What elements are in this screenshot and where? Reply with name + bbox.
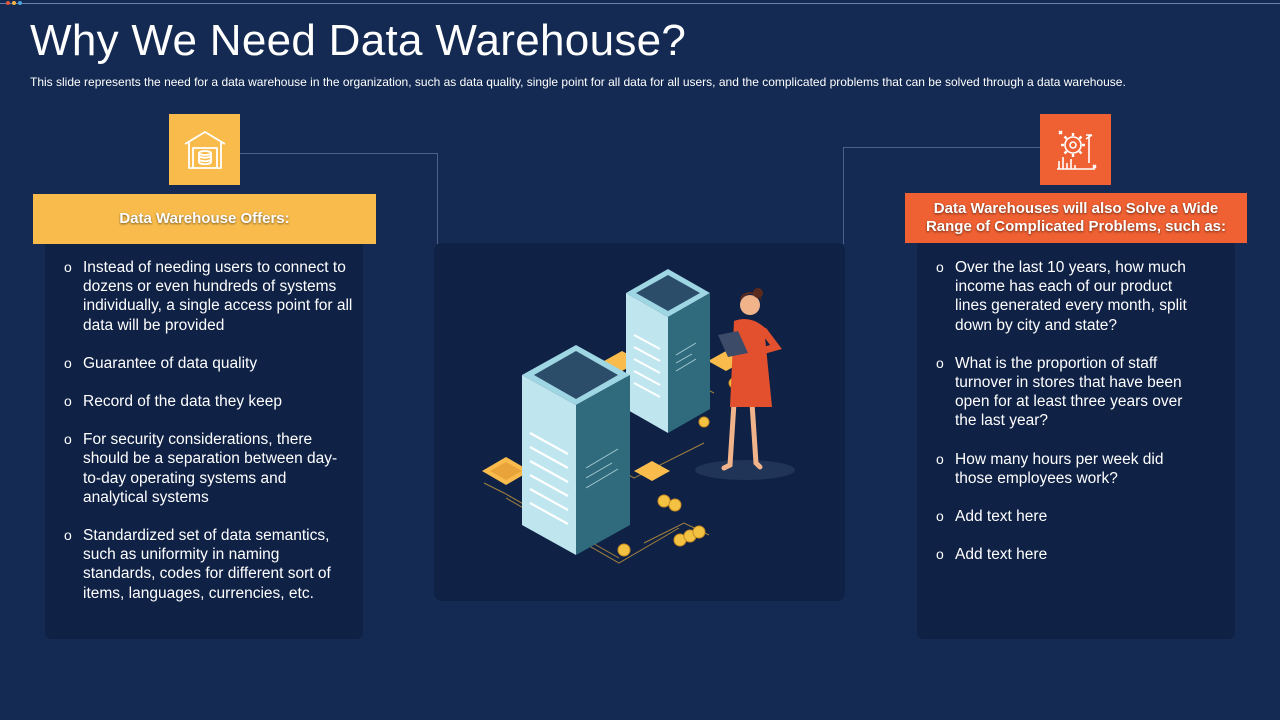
top-rule: [0, 3, 1280, 4]
left-list: Instead of needing users to connect to d…: [64, 258, 354, 622]
woman-with-tablet: [695, 288, 795, 480]
chip-left: [482, 457, 530, 485]
right-list: Over the last 10 years, how much income …: [936, 258, 1204, 583]
list-item: Standardized set of data semantics, such…: [64, 526, 354, 603]
list-item: Guarantee of data quality: [64, 354, 354, 373]
server-front: [522, 345, 630, 555]
connector-right-v: [843, 147, 844, 244]
right-icon-box: [1040, 114, 1111, 185]
list-item: How many hours per week did those employ…: [936, 450, 1204, 488]
list-item: Record of the data they keep: [64, 392, 354, 411]
connector-left-h: [240, 153, 438, 154]
slide-title: Why We Need Data Warehouse?: [30, 16, 687, 65]
list-item: Instead of needing users to connect to d…: [64, 258, 354, 335]
slide-subtitle: This slide represents the need for a dat…: [30, 75, 1126, 89]
connector-left-v: [437, 153, 438, 244]
list-item: For security considerations, there shoul…: [64, 430, 354, 507]
right-heading: Data Warehouses will also Solve a Wide R…: [905, 193, 1247, 243]
list-item: Add text here: [936, 507, 1204, 526]
server-back: [626, 269, 710, 433]
list-item: Over the last 10 years, how much income …: [936, 258, 1204, 335]
chip-right: [634, 461, 670, 481]
center-illustration-panel: [434, 243, 845, 601]
servers-illustration: [482, 269, 795, 564]
left-heading: Data Warehouse Offers:: [33, 194, 376, 244]
left-icon-box: [169, 114, 240, 185]
list-item: What is the proportion of staff turnover…: [936, 354, 1204, 431]
warehouse-icon: [184, 130, 225, 169]
list-item: Add text here: [936, 545, 1204, 564]
connector-right-h: [843, 147, 1040, 148]
window-dots: [6, 1, 22, 5]
gear-wrench-chart-icon: [1056, 129, 1097, 170]
